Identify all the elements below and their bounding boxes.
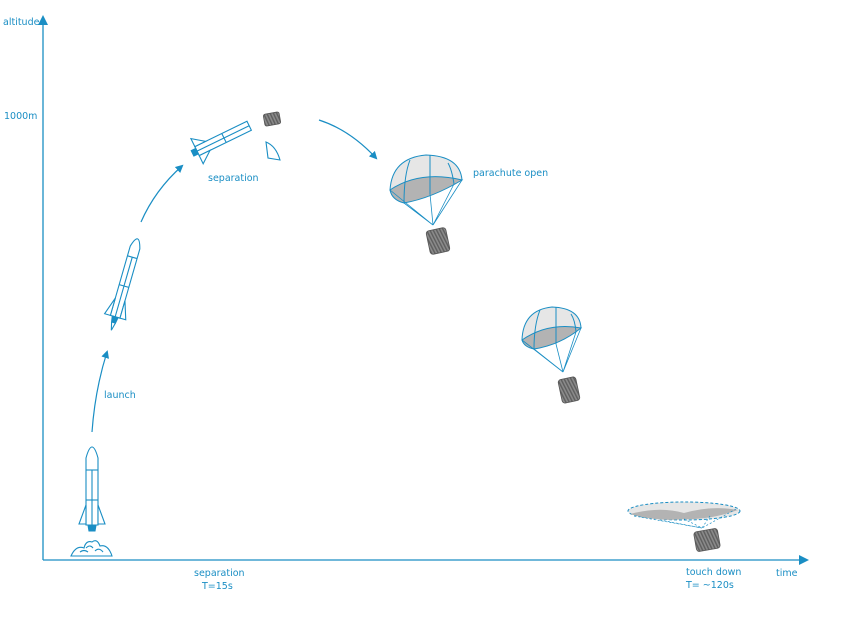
label-launch: launch: [104, 390, 136, 401]
payload-can-icon: [693, 528, 721, 552]
trajectory-arrows: [91, 119, 378, 433]
parachute-icon: [627, 501, 741, 529]
rocket-on-pad-icon: [70, 446, 113, 557]
label-separation-time-value: T=15s: [201, 581, 233, 592]
parachute-icon: [521, 306, 583, 373]
parachute-icon: [389, 154, 464, 226]
axes: [38, 15, 809, 565]
label-parachute-open: parachute open: [473, 168, 548, 179]
label-separation-time: separation: [194, 568, 245, 579]
x-axis-label: time: [776, 568, 798, 579]
rocket-ascending-icon: [103, 238, 141, 331]
label-separation: separation: [208, 173, 259, 184]
descent-arrow: [318, 119, 378, 160]
launch-arrow: [91, 350, 110, 433]
nosecone-fairing-icon: [265, 141, 281, 161]
ascent-arrow: [140, 164, 184, 223]
payload-can-icon: [262, 111, 282, 127]
payload-can-icon: [557, 376, 581, 404]
label-touchdown-time: T= ~120s: [685, 580, 734, 591]
y-axis-label: altitude: [3, 17, 40, 28]
y-tick-1000m: 1000m: [4, 111, 37, 122]
label-touchdown: touch down: [686, 567, 741, 578]
rocket-separation-icon: [189, 120, 253, 165]
payload-can-icon: [425, 227, 451, 255]
